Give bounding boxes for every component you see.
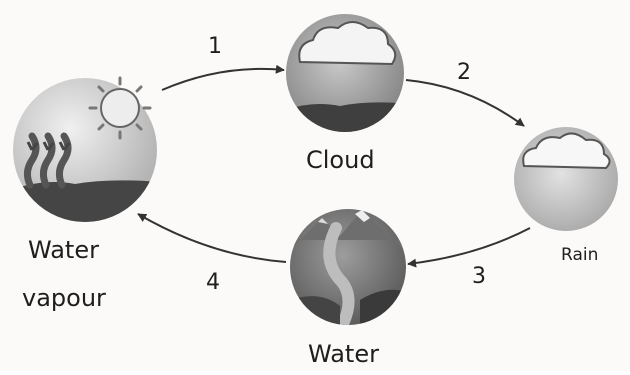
arrow-1 [162, 69, 284, 90]
rain-image [514, 127, 618, 231]
water-vapour-label-line2: vapour [22, 286, 106, 310]
step-number-4: 4 [206, 272, 220, 294]
cloud-label: Cloud [306, 148, 375, 172]
water-vapour-image [10, 78, 160, 230]
cloud-image [280, 14, 410, 140]
arrow-4 [138, 214, 286, 262]
step-number-2: 2 [457, 62, 471, 84]
step-number-3: 3 [472, 266, 486, 288]
water-image [290, 209, 406, 330]
arrow-3 [408, 228, 530, 264]
step-number-1: 1 [208, 36, 222, 58]
water-vapour-label-line1: Water [28, 238, 99, 262]
arrow-2 [406, 80, 524, 126]
rain-label: Rain [561, 247, 598, 264]
water-label: Water [308, 342, 379, 366]
